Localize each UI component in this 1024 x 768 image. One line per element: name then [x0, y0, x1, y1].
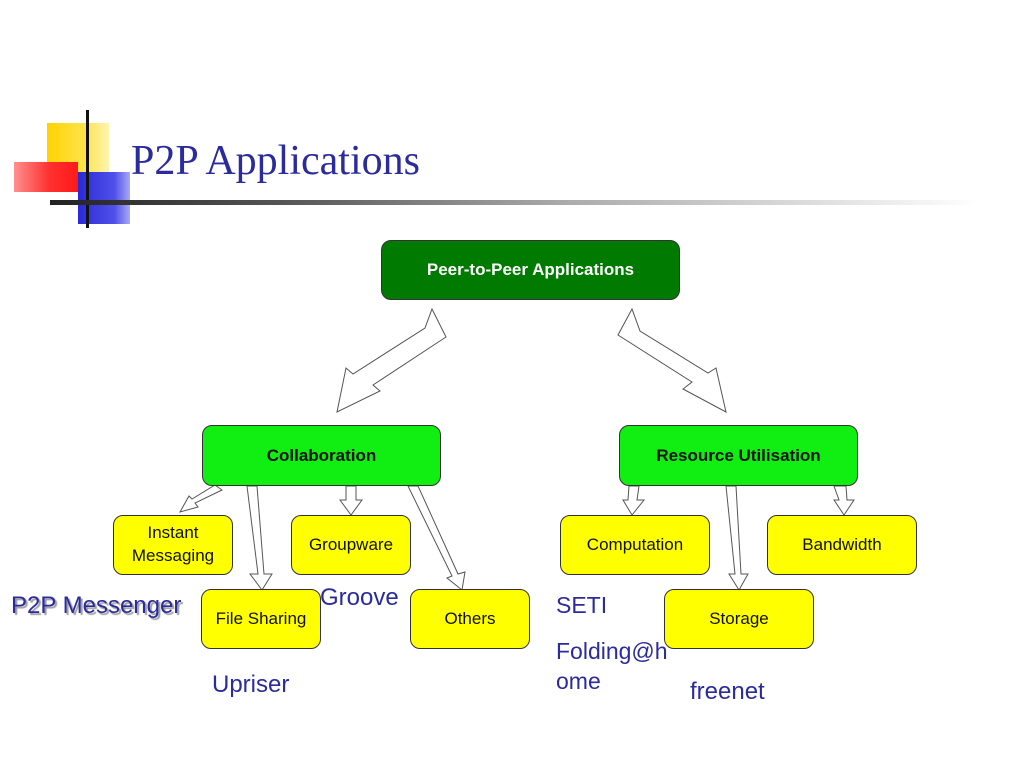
- example-p2p-messenger: P2P Messenger: [11, 592, 182, 619]
- arrow-root-to-collaboration: [336, 307, 447, 413]
- arrow-collab-to-im: [178, 484, 223, 513]
- title-deco-red-bar: [14, 162, 78, 192]
- node-computation: Computation: [560, 515, 710, 575]
- arrow-collab-to-filesharing: [246, 485, 273, 591]
- example-folding-at-home: Folding@h ome: [556, 638, 668, 694]
- arrow-collab-to-others: [407, 485, 466, 591]
- example-groove: Groove: [320, 584, 399, 611]
- arrow-resource-to-storage: [725, 485, 749, 591]
- node-collaboration: Collaboration: [202, 425, 441, 486]
- node-storage: Storage: [664, 589, 814, 649]
- node-instant-messaging: Instant Messaging: [113, 515, 233, 575]
- arrow-resource-to-bandwidth: [833, 485, 855, 516]
- node-bandwidth: Bandwidth: [767, 515, 917, 575]
- arrow-root-to-resource: [617, 307, 727, 413]
- arrow-resource-to-computation: [622, 485, 646, 516]
- title-deco-vertical-line: [86, 110, 89, 228]
- example-freenet: freenet: [690, 678, 765, 705]
- arrow-collab-to-groupware: [339, 485, 363, 516]
- node-groupware: Groupware: [291, 515, 411, 575]
- slide-title: P2P Applications: [131, 138, 420, 184]
- title-underline: [50, 200, 980, 205]
- node-others: Others: [410, 589, 530, 649]
- node-file-sharing: File Sharing: [201, 589, 321, 649]
- node-resource-utilisation: Resource Utilisation: [619, 425, 858, 486]
- example-seti: SETI: [556, 592, 608, 618]
- node-peer-to-peer-applications: Peer-to-Peer Applications: [381, 240, 680, 300]
- example-upriser: Upriser: [212, 671, 290, 698]
